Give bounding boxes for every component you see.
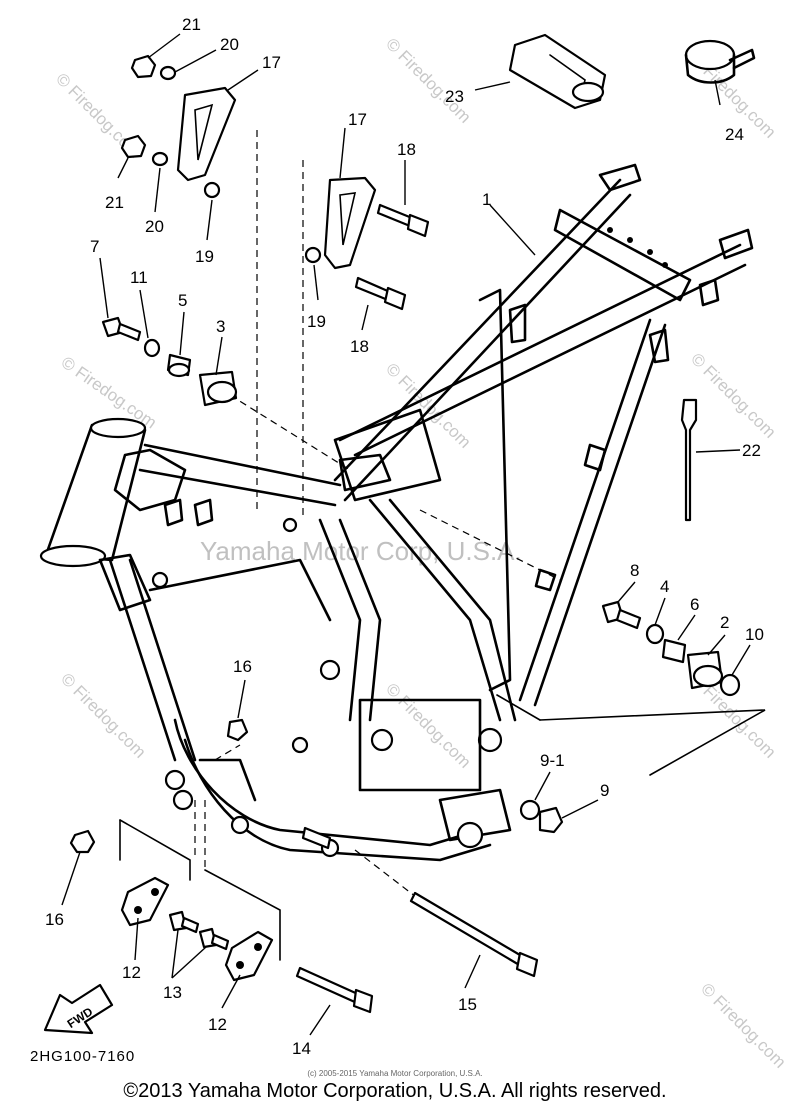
bolt-13-b-shank [210, 933, 230, 951]
diagram-code: 2HG100-7160 [30, 1048, 136, 1065]
callout-2: 2 [720, 613, 729, 632]
leader-lines [61, 33, 751, 1036]
callout-18: 18 [350, 337, 369, 356]
watermark-firedog: © Firedog.com [697, 979, 789, 1071]
callout-19: 19 [195, 247, 214, 266]
watermark-yamaha: Yamaha Motor Corp, U.S.A. [200, 536, 522, 566]
washer-19-left [203, 181, 221, 199]
callout-8: 8 [630, 561, 639, 580]
main-frame [39, 163, 754, 862]
watermark-firedog: © Firedog.com [382, 679, 474, 771]
callout-16: 16 [233, 657, 252, 676]
callout-9: 9 [600, 781, 609, 800]
callout-24: 24 [725, 125, 744, 144]
bracket-17-left [176, 86, 237, 182]
callout-20: 20 [145, 217, 164, 236]
washer-10 [719, 673, 741, 697]
nut-16-upper [226, 718, 249, 742]
callout-12: 12 [122, 963, 141, 982]
watermark-layer: © Firedog.com © Firedog.com © Firedog.co… [52, 34, 789, 1071]
callout-17: 17 [262, 53, 281, 72]
small-copyright: (c) 2005-2015 Yamaha Motor Corporation, … [307, 1069, 483, 1078]
assembly-lines [119, 130, 766, 961]
callout-12: 12 [208, 1015, 227, 1034]
bolt-8-shank [615, 608, 642, 630]
bolt-15 [409, 891, 527, 968]
callout-15: 15 [458, 995, 477, 1014]
plate-12-right [224, 930, 274, 982]
callout-1: 1 [482, 190, 491, 209]
callout-18: 18 [397, 140, 416, 159]
footer-copyright: ©2013 Yamaha Motor Corporation, U.S.A. A… [123, 1080, 667, 1102]
nut-9 [538, 806, 564, 834]
bolt-13-a-shank [180, 916, 200, 934]
bolt-7-shank [116, 322, 142, 342]
fwd-arrow-icon: FWD [43, 983, 114, 1035]
bolt-18-upper [376, 203, 414, 228]
loose-parts [69, 33, 756, 1014]
callout-3: 3 [216, 317, 225, 336]
callout-7: 7 [90, 237, 99, 256]
washer-11 [143, 338, 161, 358]
collar-6 [661, 638, 687, 664]
callout-6: 6 [690, 595, 699, 614]
callout-5: 5 [178, 291, 187, 310]
callout-19: 19 [307, 312, 326, 331]
callout-22: 22 [742, 441, 761, 460]
washer-20-upper [159, 65, 177, 81]
callout-20: 20 [220, 35, 239, 54]
bracket-17-right [323, 176, 377, 270]
callout-21: 21 [105, 193, 124, 212]
clamp-24 [684, 39, 736, 71]
callout-11: 11 [130, 268, 148, 287]
callout-14: 14 [292, 1039, 311, 1058]
callout-4: 4 [660, 577, 669, 596]
watermark-firedog: © Firedog.com [57, 669, 149, 761]
bolt-14 [295, 966, 362, 1005]
cable-tie-22 [680, 398, 698, 522]
bolt-18-upper-head [406, 213, 430, 238]
watermark-firedog: © Firedog.com [687, 349, 779, 441]
callout-10: 10 [745, 625, 764, 644]
callout-9-1: 9-1 [540, 751, 565, 770]
nut-21-lower [120, 134, 147, 159]
callout-21: 21 [182, 15, 201, 34]
plate-12-left [120, 876, 170, 927]
washer-19-right [304, 246, 322, 264]
callout-16: 16 [45, 910, 64, 929]
callout-17: 17 [348, 110, 367, 129]
washer-4 [645, 623, 665, 645]
callout-23: 23 [445, 87, 464, 106]
callout-labels: 21 20 17 21 20 19 17 18 19 18 23 24 1 7 … [45, 15, 764, 1058]
callout-13: 13 [163, 983, 182, 1002]
washer-9-1 [519, 799, 541, 821]
nut-21-upper [130, 54, 157, 79]
watermark-firedog: © Firedog.com [382, 34, 474, 126]
washer-20-lower [151, 151, 169, 167]
bolt-18-lower-head [383, 286, 407, 311]
bolt-14-head [352, 988, 374, 1014]
bolt-15-head [515, 951, 539, 978]
bolt-18-lower [354, 276, 392, 302]
nut-16-lower [69, 829, 96, 854]
